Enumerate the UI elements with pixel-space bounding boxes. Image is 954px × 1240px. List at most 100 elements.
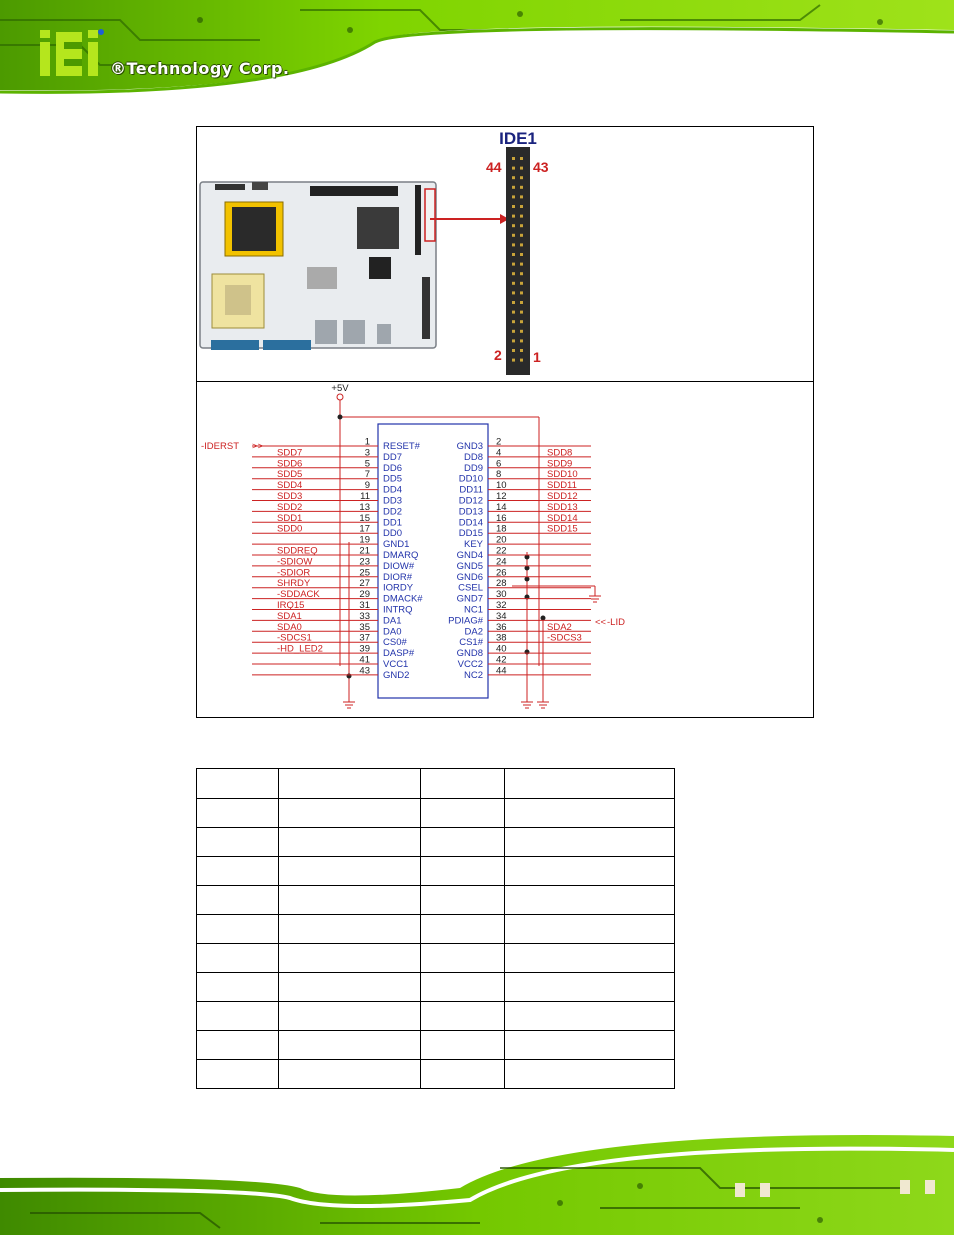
table-row	[196, 1001, 675, 1031]
left-pin-number: 37	[359, 633, 370, 644]
connector-pin	[512, 185, 515, 189]
connector-pin	[520, 185, 523, 189]
right-pin-name: DA2	[465, 626, 483, 637]
connector-pin	[512, 262, 515, 266]
connector-pin	[520, 214, 523, 218]
pin-label-43: 43	[533, 159, 549, 175]
connector-pin	[520, 157, 523, 160]
connector-pin	[512, 291, 515, 295]
right-pin-name: GND5	[457, 561, 483, 572]
table-cell	[196, 827, 279, 857]
right-pin-number: 30	[496, 589, 507, 600]
pcb-footer-banner	[0, 1128, 954, 1235]
left-pin-number: 7	[365, 469, 370, 480]
left-net-label: SDD1	[277, 513, 302, 524]
table-cell	[504, 856, 675, 886]
connector-pin	[512, 243, 515, 247]
left-pin-name: IORDY	[383, 583, 414, 594]
pin-assignment-table	[196, 768, 675, 1089]
right-net-label: SDD9	[547, 458, 572, 469]
table-row	[196, 1030, 675, 1060]
right-pin-number: 26	[496, 567, 507, 578]
left-pin-number: 1	[365, 437, 370, 448]
right-pin-name: NC2	[464, 670, 483, 681]
connector-pin	[512, 176, 515, 180]
connector-pin	[520, 281, 523, 285]
connector-pin	[512, 339, 515, 343]
table-cell	[196, 943, 279, 973]
left-pin-number: 35	[359, 622, 370, 633]
left-pin-number: 19	[359, 535, 370, 546]
right-pin-number: 42	[496, 655, 507, 666]
table-cell	[420, 827, 505, 857]
connector-pin	[512, 157, 515, 160]
table-cell	[420, 914, 505, 944]
table-row	[196, 943, 675, 973]
left-net-label: -SDIOR	[277, 567, 310, 578]
table-cell	[420, 856, 505, 886]
right-pin-number: 22	[496, 546, 507, 557]
connector-pin	[520, 205, 523, 208]
table-cell	[196, 856, 279, 886]
right-pin-name: DD10	[459, 474, 483, 485]
left-pin-name: DD5	[383, 474, 402, 485]
table-cell	[420, 1001, 505, 1031]
table-cell	[278, 943, 421, 973]
left-pin-name: DD4	[383, 485, 402, 496]
brand-name: ®Technology Corp.	[110, 59, 290, 78]
right-pin-number: 20	[496, 535, 507, 546]
connector-pin	[520, 262, 523, 266]
right-pin-name: PDIAG#	[448, 615, 484, 626]
left-pin-name: INTRQ	[383, 605, 413, 616]
table-cell	[420, 885, 505, 915]
left-net-label: -SDDACK	[277, 589, 320, 600]
right-pin-name: NC1	[464, 605, 483, 616]
connector-pin	[512, 281, 515, 285]
table-cell	[196, 885, 279, 915]
table-cell	[504, 768, 675, 799]
right-pin-name: GND7	[457, 594, 483, 605]
table-cell	[278, 914, 421, 944]
right-net-label: SDD15	[547, 524, 578, 535]
left-net-label: -SDCS1	[277, 633, 312, 644]
left-pin-number: 23	[359, 556, 370, 567]
right-pin-number: 28	[496, 578, 507, 589]
connector-pin	[520, 176, 523, 180]
left-pin-number: 39	[359, 644, 370, 655]
connector-pin	[520, 301, 523, 304]
svg-text:>>: >>	[252, 441, 264, 452]
right-pin-number: 8	[496, 469, 501, 480]
connector-pin	[520, 358, 523, 362]
table-cell	[278, 1059, 421, 1089]
table-cell	[504, 1059, 675, 1089]
right-pin-number: 16	[496, 513, 507, 524]
connector-pin	[512, 329, 515, 333]
left-net-label: SDDREQ	[277, 546, 318, 557]
left-pin-name: DIOW#	[383, 561, 415, 572]
right-pin-name: DD11	[459, 485, 483, 496]
table-row	[196, 914, 675, 944]
left-pin-number: 25	[359, 567, 370, 578]
table-row	[196, 827, 675, 857]
table-cell	[278, 885, 421, 915]
left-pin-name: DD1	[383, 517, 402, 528]
right-pin-number: 10	[496, 480, 507, 491]
connector-pin	[512, 272, 515, 276]
connector-pin	[512, 358, 515, 362]
table-cell	[196, 972, 279, 1002]
table-row	[196, 856, 675, 886]
left-pin-number: 13	[359, 502, 370, 513]
table-cell	[278, 1001, 421, 1031]
left-pin-number: 11	[360, 491, 370, 502]
left-pin-number: 43	[359, 665, 370, 676]
left-pin-name: DD7	[383, 452, 402, 463]
right-pin-number: 44	[496, 665, 507, 676]
left-pin-name: DD0	[383, 528, 402, 539]
left-pin-name: DMARQ	[383, 550, 418, 561]
connector-pin	[520, 243, 523, 247]
right-net-label: SDA2	[547, 622, 572, 633]
lid-net-label: -LID	[607, 617, 625, 628]
table-cell	[504, 798, 675, 828]
right-pin-number: 34	[496, 611, 507, 622]
